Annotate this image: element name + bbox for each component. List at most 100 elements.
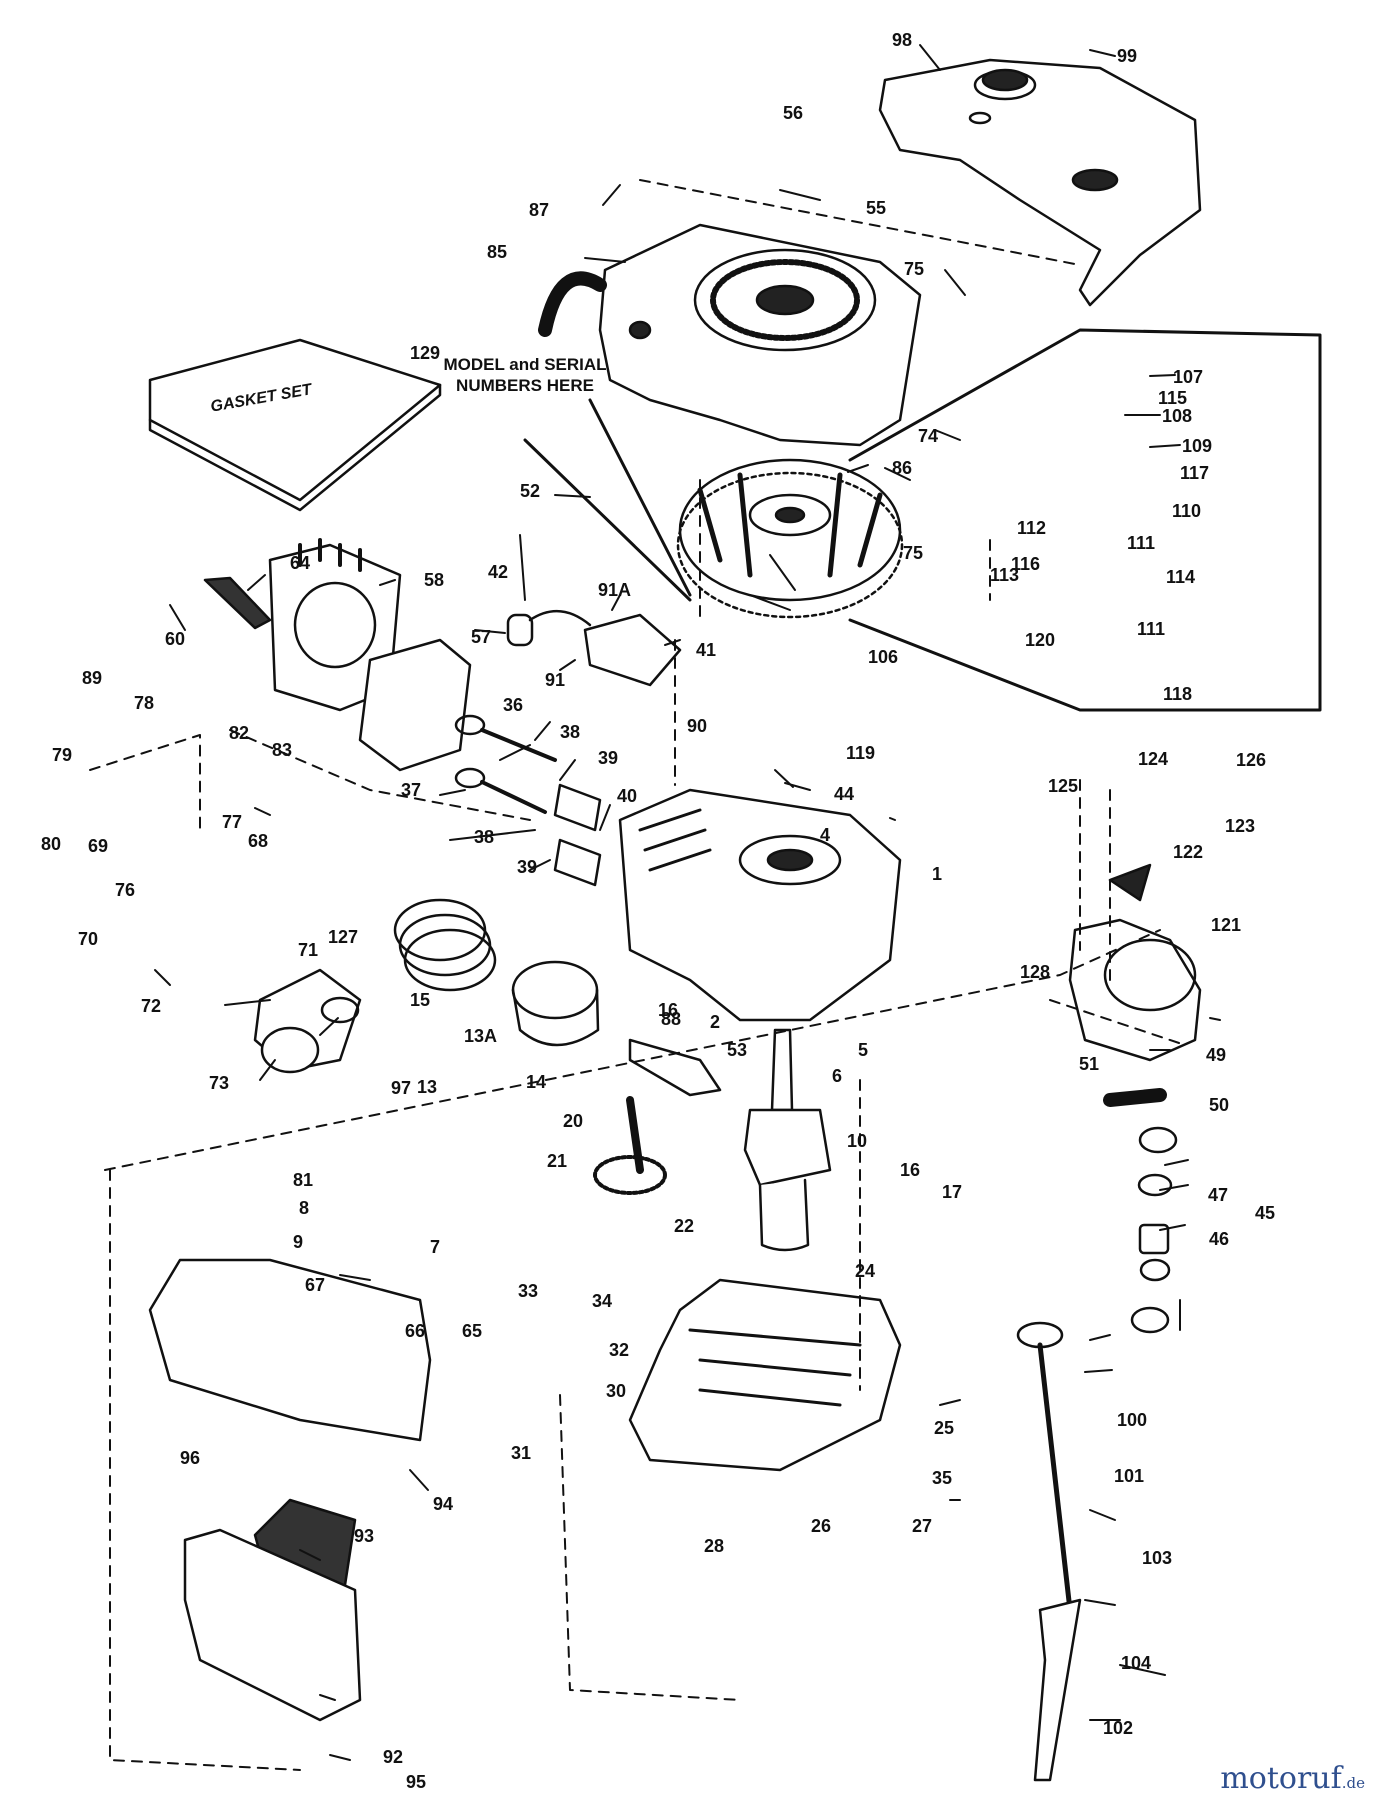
recoil-starter-part [1068,863,1202,1062]
part-callout: 27 [912,1516,933,1536]
part-callout: 45 [1255,1203,1276,1223]
part-callout: 57 [471,627,492,647]
part-callout: 5 [858,1040,869,1060]
cylinder-block-part [618,788,902,1022]
part-callout: 73 [209,1073,230,1093]
watermark-text: motoruf [1220,1761,1342,1796]
part-callout: 64 [290,553,311,573]
part-callout: 26 [811,1516,832,1536]
part-callout: 8 [299,1198,310,1218]
part-callout: 112 [1017,518,1047,538]
part-callout: 55 [866,198,887,218]
part-callout: 46 [1209,1229,1230,1249]
part-callout: 4 [820,825,831,845]
part-callout: 52 [520,481,541,501]
part-callout: 13A [464,1026,498,1046]
part-callout: 58 [424,570,445,590]
part-callout: 77 [222,812,243,832]
head-gasket-part [358,638,472,772]
part-callout: 60 [165,629,186,649]
breather-assembly-part [1103,1088,1178,1334]
part-callout: 97 [391,1078,412,1098]
part-callout: 53 [727,1040,748,1060]
part-callout: 47 [1208,1185,1229,1205]
part-callout: 103 [1142,1548,1173,1568]
part-callout: 95 [406,1772,427,1792]
part-callout: 86 [892,458,913,478]
carburetor-part [253,968,362,1074]
part-callout: 125 [1048,776,1079,796]
part-callout: 9 [293,1232,304,1252]
part-callout: 71 [298,940,319,960]
connecting-rod-part [628,1038,722,1097]
part-callout: 41 [696,640,717,660]
dipstick-part [1016,1321,1082,1782]
part-callout: 110 [1172,501,1202,521]
part-callout: 67 [305,1275,326,1295]
part-callout: 94 [433,1494,454,1514]
part-callout: 85 [487,242,508,262]
part-callout: 123 [1225,816,1256,836]
part-callout: 91A [598,580,632,600]
air-cleaner-cover-part [148,1258,432,1442]
governor-rods [523,398,692,602]
part-callout: 15 [410,990,431,1010]
part-callout: 101 [1114,1466,1145,1486]
part-callout: 35 [932,1468,953,1488]
piston-part [393,898,600,1047]
part-callout: 83 [272,740,293,760]
part-callout: 113 [990,565,1020,585]
part-callout: 106 [868,647,899,667]
part-callout: 87 [529,200,550,220]
part-callout: 38 [474,827,495,847]
part-callout: 127 [328,927,359,947]
part-callout: 111 [1137,619,1166,639]
model-serial-line2: NUMBERS HERE [456,376,594,395]
part-callout: 109 [1182,436,1213,456]
part-callout: 10 [847,1131,868,1151]
part-callout: 128 [1020,962,1051,982]
breaker-inset-bracket [848,328,1322,712]
part-callout: 44 [834,784,855,804]
part-callout: 89 [82,668,103,688]
blower-housing-part [538,223,922,447]
part-callout: 96 [180,1448,201,1468]
part-callout: 104 [1121,1653,1152,1673]
part-callout: 21 [547,1151,568,1171]
part-callout: 6 [832,1066,843,1086]
part-callout: 107 [1173,367,1204,387]
part-callout: 111 [1127,533,1156,553]
part-callout: 88 [661,1009,682,1029]
part-callout: 91 [545,670,566,690]
part-callout: 31 [511,1443,532,1463]
part-callout: 124 [1138,749,1169,769]
part-callout: 34 [592,1291,613,1311]
part-callout: 32 [609,1340,630,1360]
part-callout: 70 [78,929,99,949]
part-callout: 75 [904,259,925,279]
ignition-module-part [506,609,682,687]
part-callout: 76 [115,880,136,900]
part-callout: 36 [503,695,524,715]
flywheel-part [676,458,904,619]
part-callout: 39 [517,857,538,877]
part-callout: 39 [598,748,619,768]
part-callout: 30 [606,1381,627,1401]
part-callout: 50 [1209,1095,1230,1115]
crankcase-cover-part [628,1278,902,1472]
part-callout: 51 [1079,1054,1100,1074]
part-callout: 117 [1180,463,1210,483]
crankshaft-part [743,1028,832,1252]
part-callout: 20 [563,1111,584,1131]
valves-part [454,714,602,887]
part-callout: 93 [354,1526,375,1546]
part-callout: 13 [417,1077,438,1097]
part-callout: 68 [248,831,269,851]
part-callout: 92 [383,1747,404,1767]
part-callout: 82 [229,723,250,743]
part-callout: 42 [488,562,509,582]
callout-leaders [154,44,1221,1761]
part-callout: 121 [1211,915,1242,935]
part-callout: 56 [783,103,804,123]
